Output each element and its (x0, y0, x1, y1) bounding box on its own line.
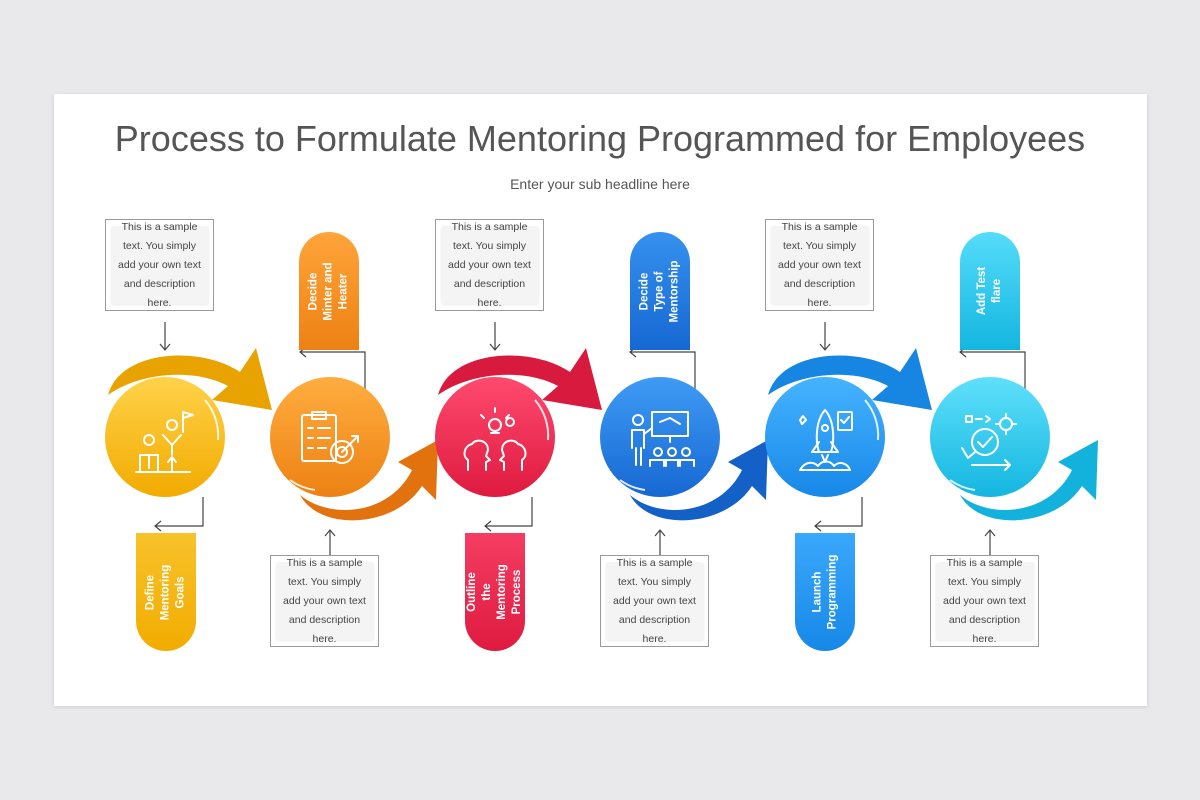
page-subtitle: Enter your sub headline here (510, 176, 690, 192)
text-box-2: This is a sample text. You simply add yo… (270, 555, 379, 647)
step-label-2: Decide Minter and Heater (299, 232, 359, 350)
step-label-3-text: Outline the Mentoring Process (466, 564, 523, 620)
step-label-5-text: Launch Programming (811, 554, 839, 630)
text-box-4-text: This is a sample text. You simply add yo… (605, 557, 704, 645)
checklist-target-icon (301, 411, 359, 464)
brainstorm-heads-icon (463, 407, 527, 471)
presentation-audience-icon (631, 411, 695, 467)
step-label-1-text: Define Mentoring Goals (144, 564, 187, 620)
text-box-5-text: This is a sample text. You simply add yo… (770, 221, 869, 309)
step-circle-6 (930, 377, 1050, 497)
rocket-launch-icon (799, 409, 853, 471)
step-label-6: Add Test flare (960, 232, 1020, 350)
page-title: Process to Formulate Mentoring Programme… (114, 118, 1086, 159)
text-box-2-text: This is a sample text. You simply add yo… (275, 557, 374, 645)
step-label-4-text: Decide Type of Mentorship (638, 260, 681, 322)
connector-lines (154, 322, 1026, 555)
step-label-2-text: Decide Minter and Heater (307, 261, 350, 321)
text-box-6: This is a sample text. You simply add yo… (930, 555, 1039, 647)
text-box-6-text: This is a sample text. You simply add yo… (935, 557, 1034, 645)
text-box-1: This is a sample text. You simply add yo… (105, 219, 214, 311)
step-label-6-text: Add Test flare (976, 266, 1003, 316)
text-box-3-text: This is a sample text. You simply add yo… (440, 221, 539, 309)
text-box-1-text: This is a sample text. You simply add yo… (110, 221, 209, 309)
gears-check-icon (961, 413, 1017, 471)
text-box-3: This is a sample text. You simply add yo… (435, 219, 544, 311)
step-label-1: Define Mentoring Goals (136, 533, 196, 651)
step-label-3: Outline the Mentoring Process (465, 533, 525, 651)
text-box-5: This is a sample text. You simply add yo… (765, 219, 874, 311)
text-box-4: This is a sample text. You simply add yo… (600, 555, 709, 647)
step-circle-3 (435, 377, 555, 497)
leader-growth-icon (135, 411, 194, 473)
step-circle-5 (765, 377, 885, 497)
step-label-4: Decide Type of Mentorship (630, 232, 690, 350)
swoosh-arrows (108, 348, 1098, 521)
step-label-5: Launch Programming (795, 533, 855, 651)
